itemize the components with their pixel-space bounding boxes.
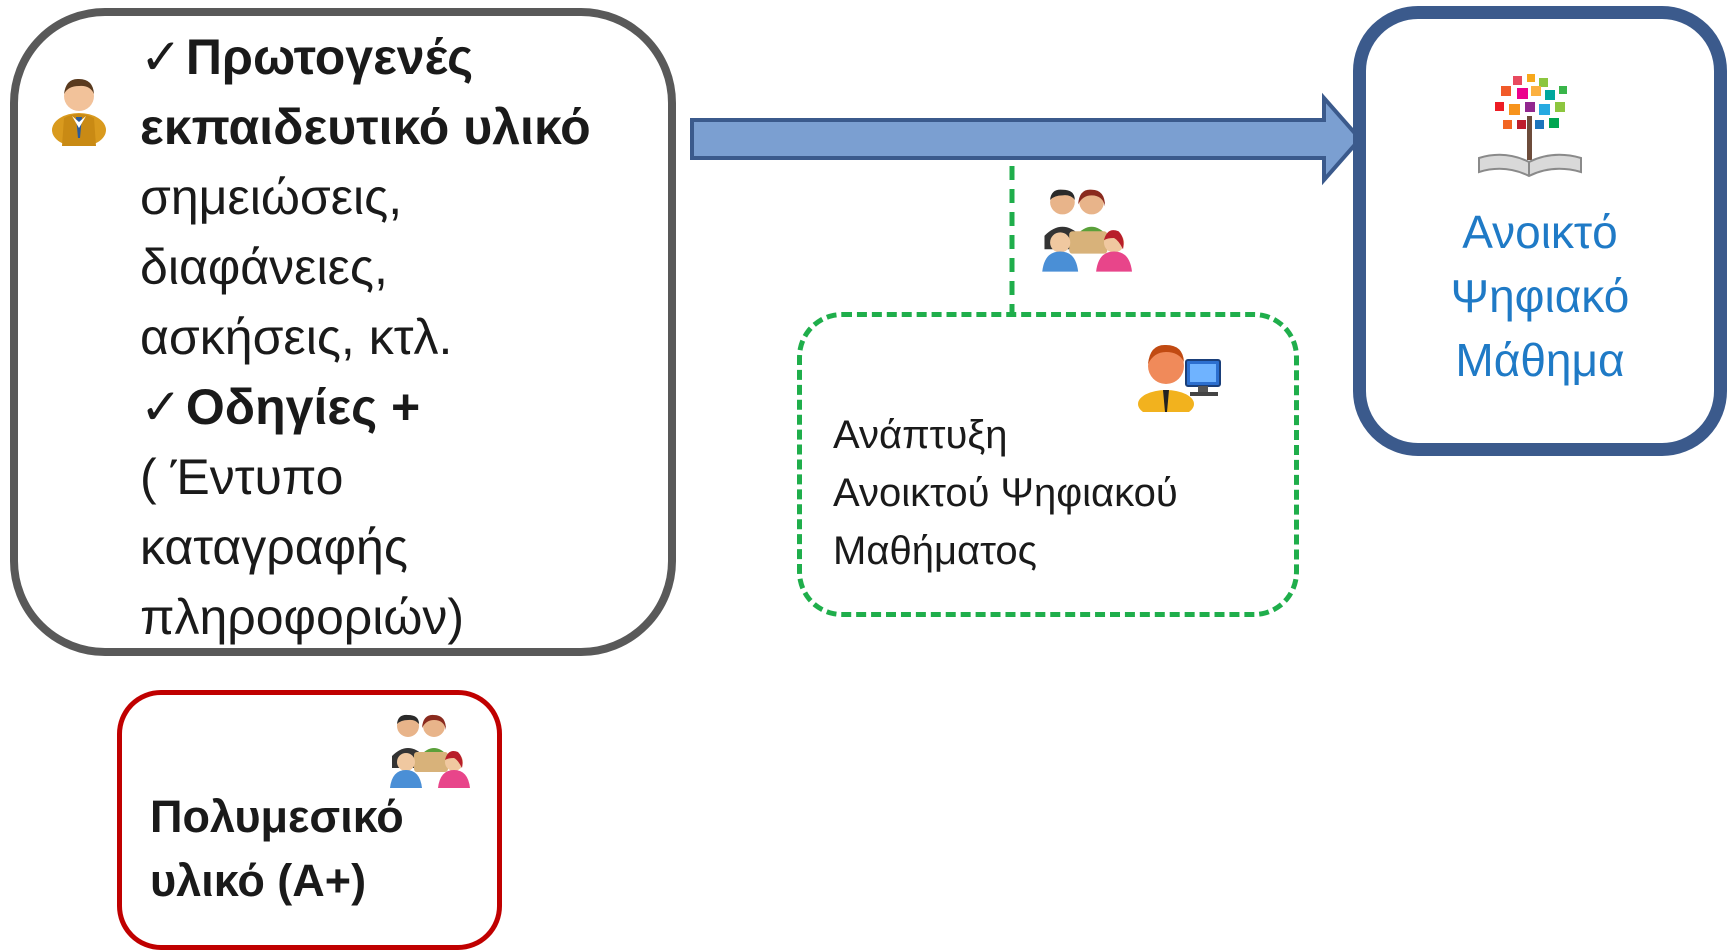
meeting-group-icon — [1040, 186, 1132, 277]
development-line3: Μαθήματος — [833, 529, 1037, 573]
item-exercises: ασκήσεις, κτλ. — [140, 309, 453, 365]
open-digital-course-text: Ανοικτό Ψηφιακό Μάθημα — [1353, 200, 1727, 392]
instructions-heading: Οδηγίες + — [185, 379, 421, 435]
development-line2: Ανοικτού Ψηφιακού — [833, 471, 1178, 515]
meeting-group-icon — [388, 712, 470, 793]
multimedia-line2: υλικό (Α+) — [150, 855, 367, 906]
instructions-heading-line: ✓Οδηγίες + — [140, 372, 670, 442]
item-slides: διαφάνειες, — [140, 239, 388, 295]
course-line3: Μάθημα — [1455, 334, 1625, 386]
check-mark-icon: ✓ — [140, 29, 182, 85]
primary-heading-cont: εκπαιδευτικό υλικό — [140, 99, 591, 155]
flow-arrow — [690, 92, 1363, 186]
item-information: πληροφοριών) — [140, 589, 465, 645]
primary-heading: Πρωτογενές — [185, 29, 474, 85]
developer-at-computer-icon — [1134, 332, 1224, 418]
development-line1: Ανάπτυξη — [833, 413, 1008, 457]
primary-heading-line: ✓Πρωτογενές — [140, 22, 670, 92]
multimedia-line1: Πολυμεσικό — [150, 791, 404, 842]
development-text: Ανάπτυξη Ανοικτού Ψηφιακού Μαθήματος — [833, 406, 1178, 580]
businessman-icon — [50, 70, 108, 151]
primary-material-text: ✓Πρωτογενές εκπαιδευτικό υλικό σημειώσει… — [140, 22, 670, 652]
check-mark-icon: ✓ — [140, 379, 182, 435]
item-notes: σημειώσεις, — [140, 169, 403, 225]
multimedia-material-text: Πολυμεσικό υλικό (Α+) — [150, 785, 404, 913]
course-line1: Ανοικτό — [1462, 206, 1618, 258]
open-book-tree-logo-icon — [1473, 72, 1587, 189]
primary-material-box — [10, 8, 676, 656]
course-line2: Ψηφιακό — [1450, 270, 1630, 322]
item-recording: καταγραφής — [140, 519, 408, 575]
item-form: ( Έντυπο — [140, 449, 344, 505]
